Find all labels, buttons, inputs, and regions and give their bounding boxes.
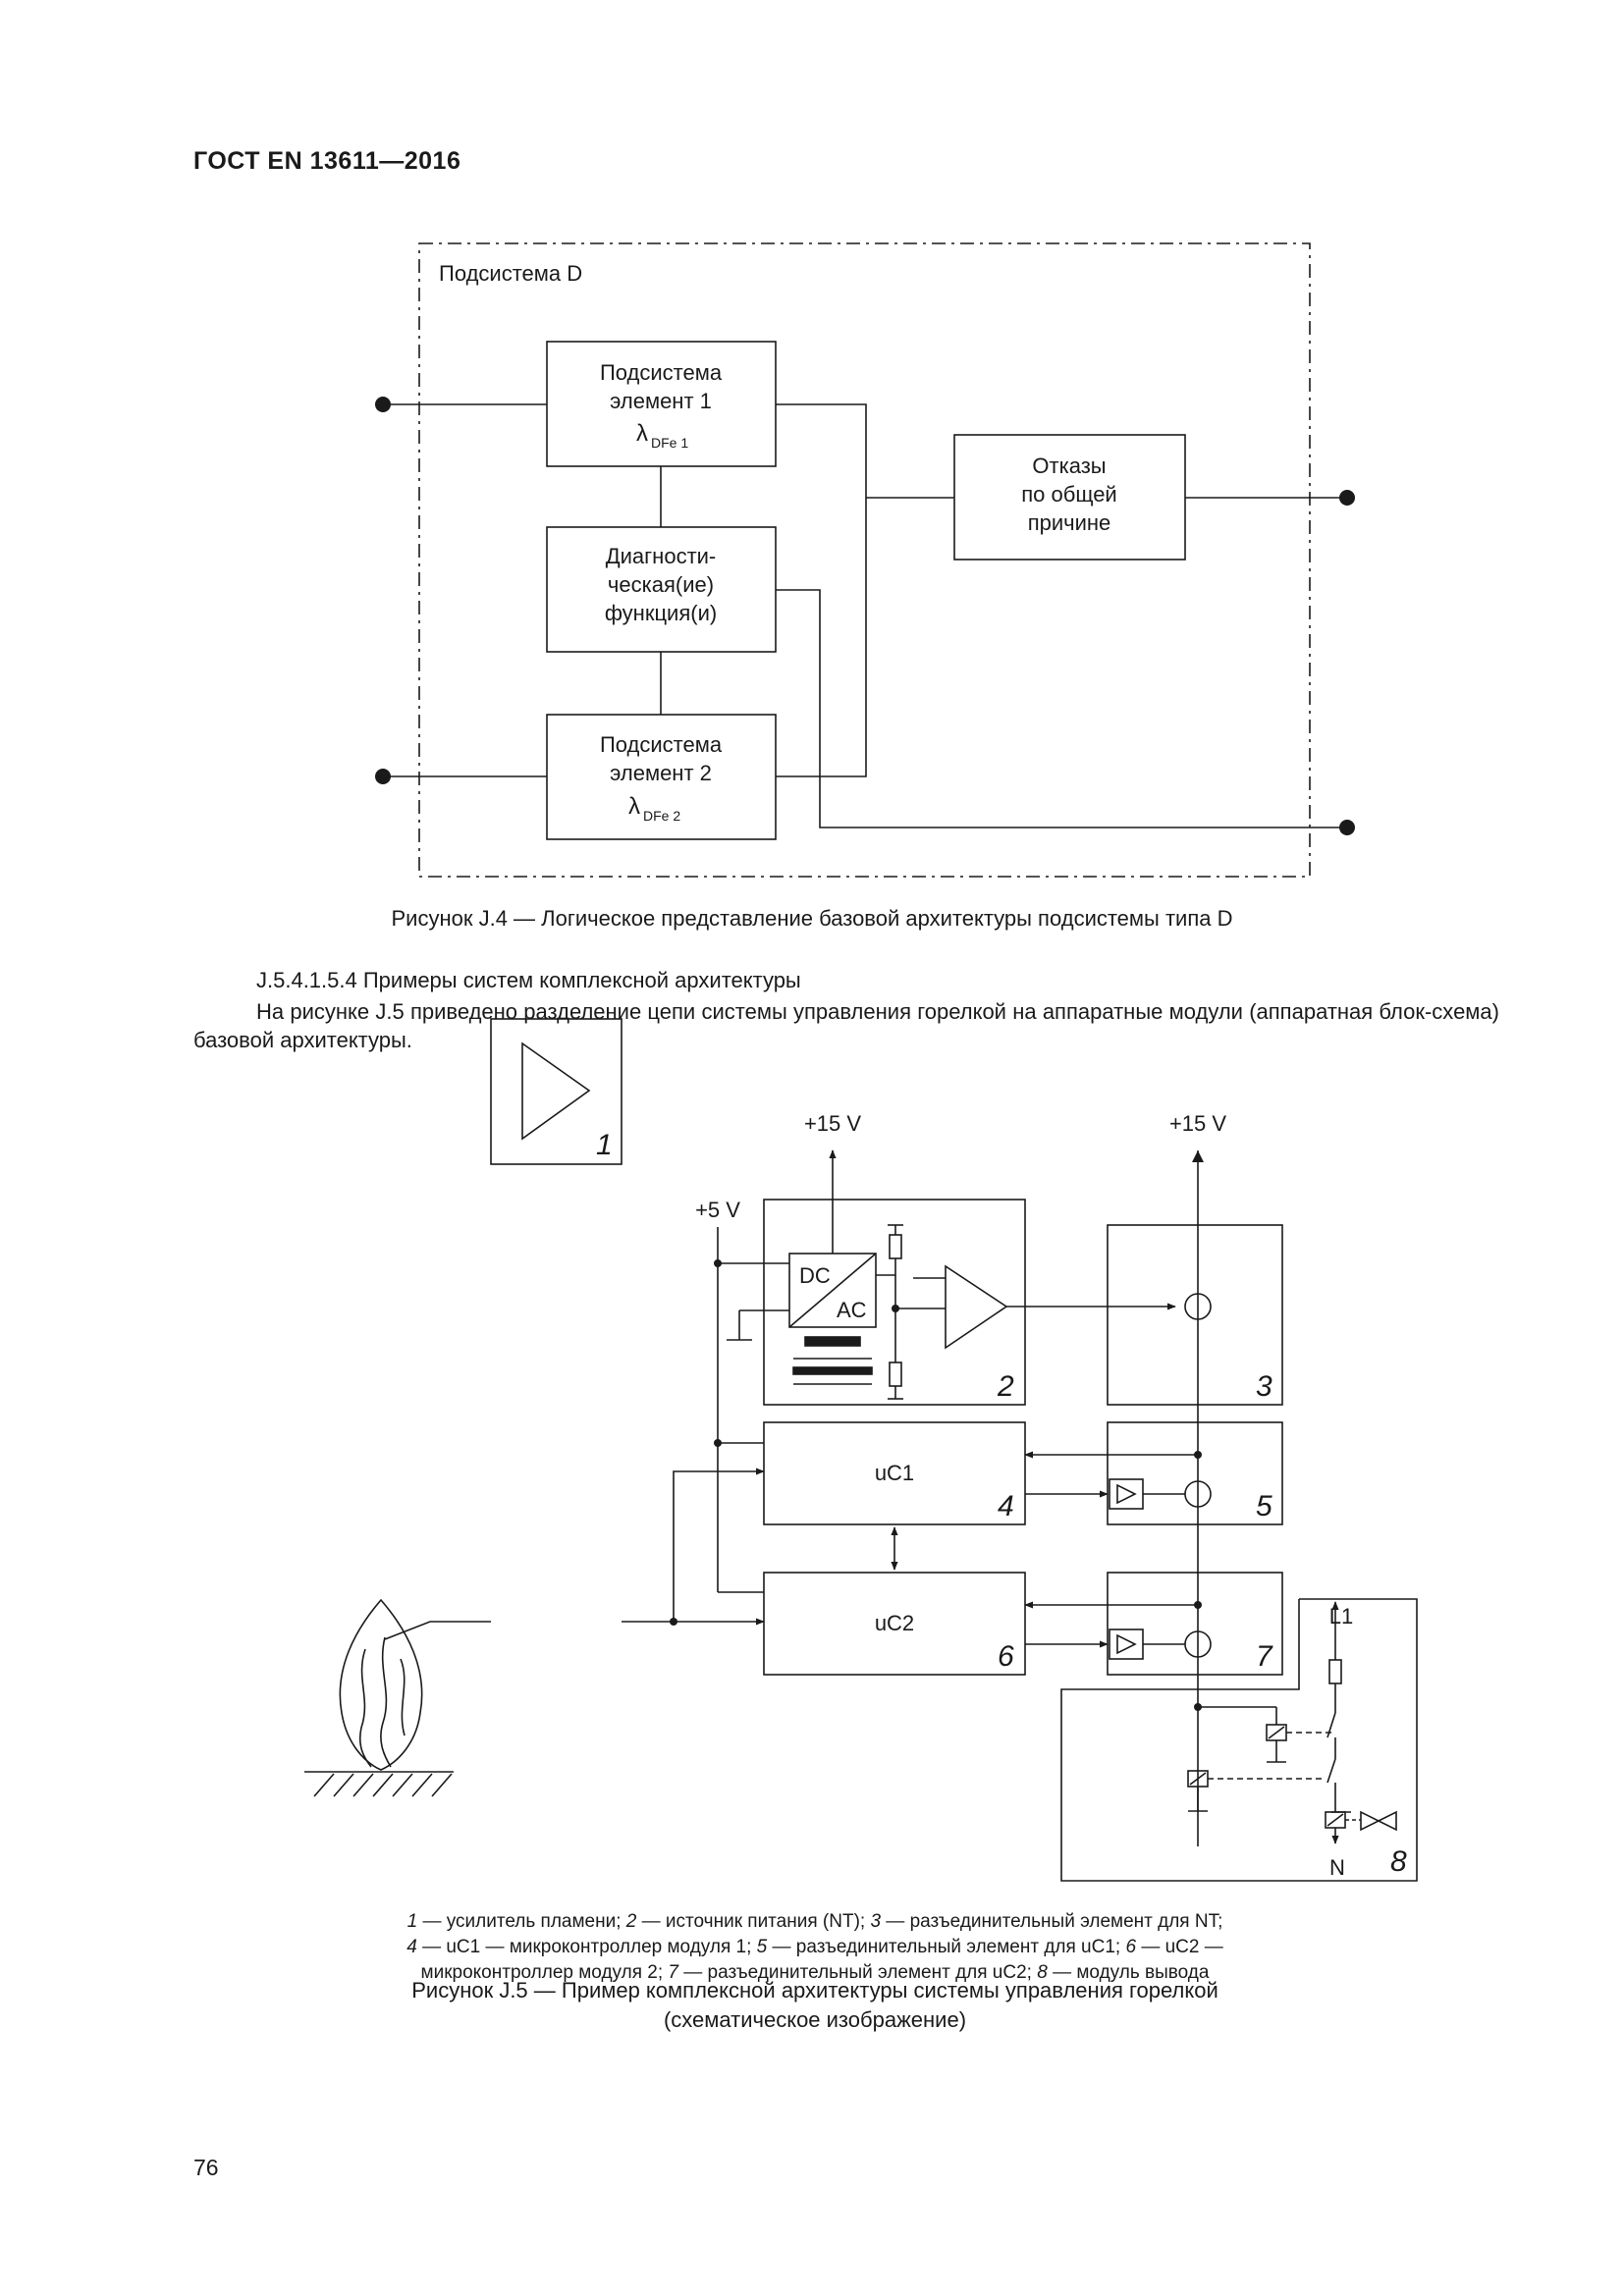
- legend-line-2: 4 — uC1 — микроконтроллер модуля 1; 5 — …: [324, 1935, 1306, 1960]
- figure-j5-diagram: +15 V +15 V +5 V DC AC uC1 uC2 L1 N 1 2 …: [304, 1018, 1418, 1882]
- figure-j5-caption: Рисунок J.5 — Пример комплексной архитек…: [324, 1976, 1306, 2035]
- figure-j5-caption-line1: Рисунок J.5 — Пример комплексной архитек…: [411, 1978, 1218, 2002]
- block-number-1: 1: [596, 1129, 613, 1161]
- legend-text-1: — усилитель пламени;: [417, 1911, 626, 1932]
- legend-line-1: 1 — усилитель пламени; 2 — источник пита…: [324, 1909, 1306, 1935]
- legend-line-3: микроконтроллер модуля 2; 7 — разъединит…: [324, 1960, 1306, 1986]
- section-heading: J.5.4.1.5.4 Примеры систем комплексной а…: [256, 968, 801, 992]
- legend-text-8: — модуль вывода: [1047, 1962, 1210, 1983]
- legend-num-8: 8: [1037, 1962, 1048, 1983]
- diagnostic-line3: функция(и): [605, 601, 717, 625]
- document-header: ГОСТ EN 13611—2016: [193, 147, 461, 175]
- l1-label: L1: [1329, 1604, 1353, 1629]
- diagnostic-line2: ческая(ие): [608, 572, 714, 597]
- legend-num-6: 6: [1125, 1937, 1137, 1957]
- figure-j4-diagram: Подсистема D Подсистема элемент 1 λ DFe …: [375, 242, 1355, 878]
- element1-lambda: λ: [636, 420, 648, 447]
- block-number-7: 7: [1256, 1640, 1273, 1673]
- output2-terminal: [1339, 820, 1355, 835]
- legend-text-6: — uC2 —: [1136, 1937, 1223, 1957]
- figure-j4-caption: Рисунок J.4 — Логическое представление б…: [391, 906, 1233, 931]
- legend-num-5: 5: [756, 1937, 768, 1957]
- output1-terminal: [1339, 490, 1355, 506]
- element1-line1: Подсистема: [600, 360, 723, 385]
- block-number-4: 4: [998, 1490, 1014, 1522]
- subsystem-d-label: Подсистема D: [439, 261, 582, 286]
- legend-num-7: 7: [668, 1962, 678, 1983]
- block-5-decoupling: [1107, 1421, 1283, 1525]
- block-number-5: 5: [1256, 1490, 1272, 1522]
- n-label: N: [1329, 1855, 1345, 1880]
- block-number-8: 8: [1390, 1845, 1407, 1878]
- figure-j5-legend: 1 — усилитель пламени; 2 — источник пита…: [324, 1909, 1306, 1986]
- v5-label: +5 V: [695, 1198, 740, 1222]
- block-3-decoupling: [1107, 1224, 1283, 1406]
- legend-text-6b: микроконтроллер модуля 2;: [420, 1962, 669, 1983]
- legend-text-3: — разъединительный элемент для NT;: [881, 1911, 1223, 1932]
- block-number-2: 2: [997, 1370, 1014, 1403]
- subsystem-d-boundary: [418, 242, 1311, 878]
- element2-lambda-sub: DFe 2: [643, 808, 680, 824]
- legend-text-4: — uC1 — микроконтроллер модуля 1;: [416, 1937, 757, 1957]
- element2-line2: элемент 2: [610, 761, 712, 785]
- page-number: 76: [193, 2155, 219, 2180]
- uc1-label: uC1: [875, 1461, 914, 1485]
- block-1-amplifier: [490, 1018, 623, 1165]
- legend-num-2: 2: [625, 1911, 637, 1932]
- block-7-decoupling: [1107, 1572, 1283, 1676]
- element2-line1: Подсистема: [600, 732, 723, 757]
- element1-line2: элемент 1: [610, 389, 712, 413]
- common-cause-line1: Отказы: [1032, 454, 1106, 478]
- legend-text-5: — разъединительный элемент для uC1;: [767, 1937, 1126, 1957]
- legend-num-1: 1: [406, 1911, 418, 1932]
- v15-right-label: +15 V: [1169, 1111, 1226, 1136]
- ac-label: AC: [837, 1298, 867, 1322]
- legend-num-4: 4: [406, 1937, 417, 1957]
- common-cause-line3: причине: [1028, 510, 1111, 535]
- section-paragraph: На рисунке J.5 приведено разделение цепи…: [193, 999, 1499, 1052]
- legend-text-7: — разъединительный элемент для uC2;: [677, 1962, 1038, 1983]
- dc-label: DC: [799, 1263, 831, 1288]
- legend-num-3: 3: [870, 1911, 882, 1932]
- element1-lambda-sub: DFe 1: [651, 435, 688, 451]
- common-cause-line2: по общей: [1021, 482, 1116, 507]
- block-number-3: 3: [1256, 1370, 1272, 1403]
- diagnostic-line1: Диагности-: [606, 544, 717, 568]
- block-number-6: 6: [998, 1640, 1014, 1673]
- figure-j5-caption-line2: (схематическое изображение): [663, 2007, 967, 2032]
- v15-left-label: +15 V: [804, 1111, 861, 1136]
- uc2-label: uC2: [875, 1611, 914, 1635]
- input1-terminal: [375, 397, 391, 412]
- legend-text-2: — источник питания (NT);: [636, 1911, 871, 1932]
- block-8-output-module: [1060, 1598, 1418, 1882]
- block-2-power-supply: [763, 1199, 1026, 1406]
- input2-terminal: [375, 769, 391, 784]
- element2-lambda: λ: [628, 793, 640, 820]
